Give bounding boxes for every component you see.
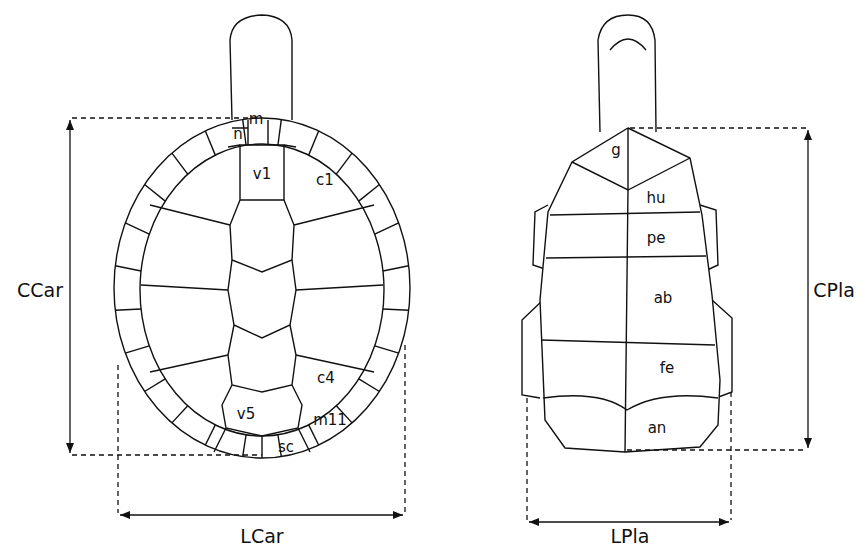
marginal-seam (125, 346, 149, 353)
marginal-seam (243, 435, 246, 457)
scute-label: pe (647, 231, 666, 246)
marginal-seam (336, 153, 352, 174)
marginal-seam (115, 266, 141, 271)
scute-label: n (233, 127, 243, 142)
dimension-label: LPla (609, 525, 652, 546)
scute-label: g (611, 143, 621, 158)
scute-label: sc (278, 440, 294, 455)
marginal-seam (359, 379, 380, 392)
marginal-seam (172, 406, 188, 423)
marginal-seam (383, 309, 409, 310)
marginal-seam (125, 223, 149, 234)
scute-label: an (648, 421, 667, 436)
scute-label: fe (660, 361, 675, 376)
marginal-seam (309, 131, 319, 155)
marginal-seam (205, 131, 215, 155)
marginal-seam (359, 185, 380, 202)
marginal-seam (383, 266, 409, 271)
marginal-seam (205, 425, 215, 445)
scute-label: m11 (313, 413, 347, 428)
marginal-seam (145, 185, 166, 202)
marginal-seam (243, 119, 246, 145)
scute-label: m (249, 112, 264, 127)
scute-label: c4 (317, 371, 335, 386)
scute-label: ab (654, 291, 673, 306)
scute-label: v5 (237, 407, 255, 422)
dimension-label: CCar (15, 280, 65, 301)
marginal-seam (278, 119, 281, 145)
dimension-label: LCar (238, 525, 285, 546)
scute-label: v1 (253, 167, 271, 182)
dimension-label: CPla (811, 280, 857, 301)
marginal-seam (145, 379, 166, 392)
marginal-seam (309, 425, 319, 445)
marginal-seam (172, 153, 188, 174)
marginal-seam (115, 309, 141, 310)
marginal-seam (375, 223, 399, 234)
marginal-seam (375, 346, 399, 353)
scute-label: c1 (316, 173, 334, 188)
scute-label: hu (646, 191, 665, 206)
